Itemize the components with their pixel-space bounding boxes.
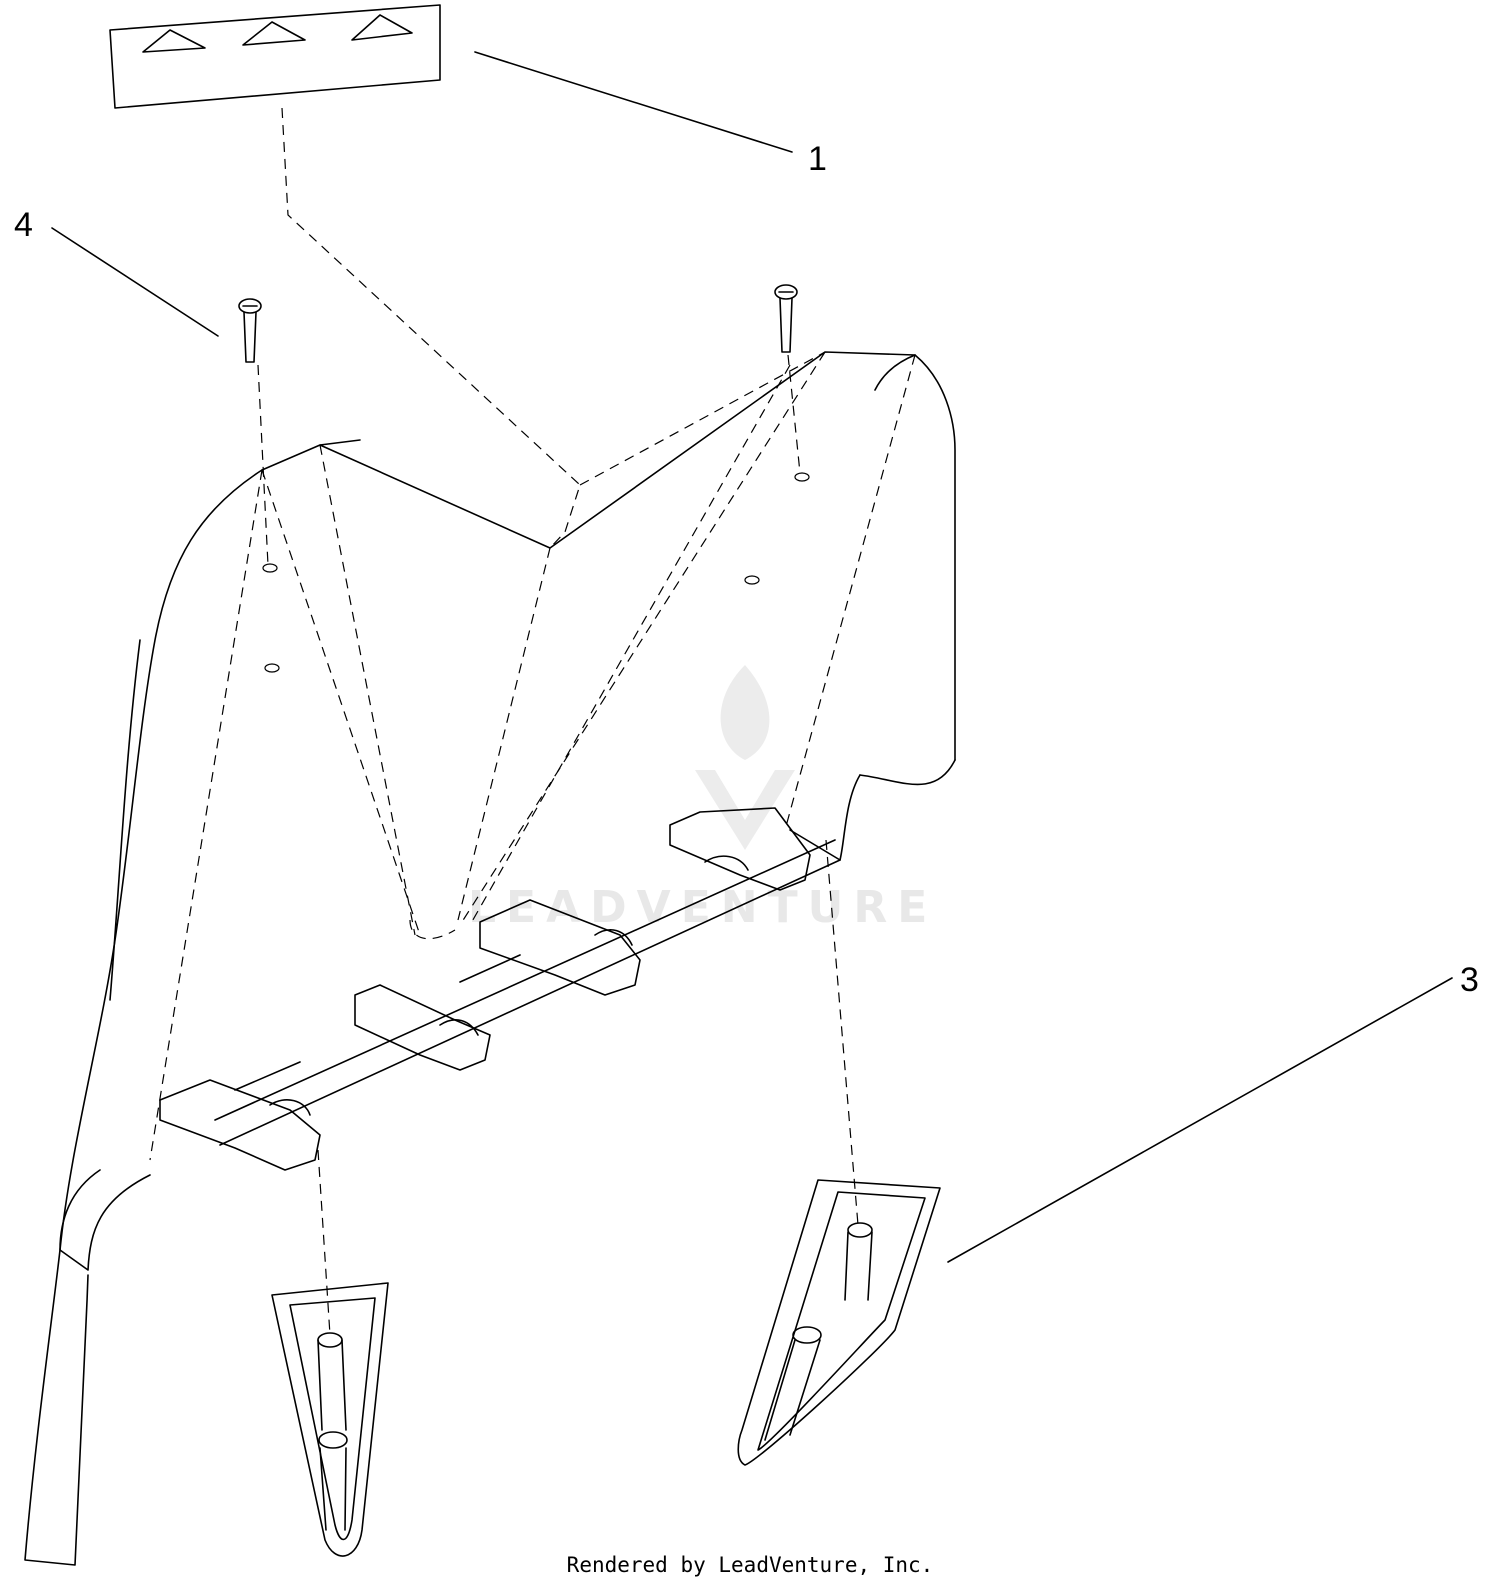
reflector-right <box>737 1179 941 1466</box>
callout-3: 3 <box>1460 961 1479 999</box>
callout-4: 4 <box>14 206 33 244</box>
footer-credit: Rendered by LeadVenture, Inc. <box>566 1553 934 1577</box>
watermark-logo <box>695 665 795 850</box>
hinge-bar <box>59 807 841 1271</box>
mounting-holes <box>262 472 810 673</box>
screw-left <box>238 298 262 363</box>
watermark-text: LEADVENTURE <box>468 882 938 933</box>
assembly-lines <box>149 107 916 1336</box>
screw-right <box>774 284 798 353</box>
leader-line-3 <box>947 977 1453 1263</box>
decal-part <box>109 4 441 109</box>
flap-body <box>24 351 956 1566</box>
reflector-left <box>271 1282 389 1557</box>
leader-line-4 <box>51 227 219 337</box>
leader-line-1 <box>474 51 793 153</box>
callout-1: 1 <box>808 140 827 178</box>
